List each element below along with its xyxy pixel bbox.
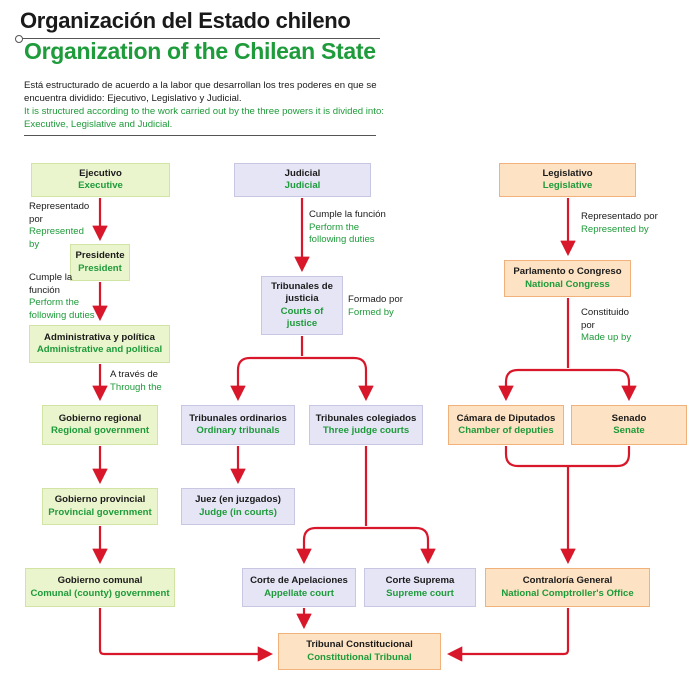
edge-label-made-up: Constituido por Made up by	[581, 307, 633, 345]
node-label-es: Ejecutivo	[79, 167, 122, 179]
arrow-contraloria-constitucional	[446, 608, 570, 662]
node-senado: Senado Senate	[571, 405, 687, 445]
edge-label-through: A través de Through the	[110, 369, 162, 394]
edge-label-en: Perform the following duties	[29, 297, 95, 321]
node-parlamento: Parlamento o Congreso National Congress	[504, 260, 631, 297]
node-label-en: Constitutional Tribunal	[307, 651, 412, 663]
arrow-to-suprema	[366, 526, 436, 565]
edge-label-en: Made up by	[581, 332, 632, 343]
node-label-es: Corte de Apelaciones	[250, 575, 348, 586]
arrow-to-colegiados	[302, 356, 374, 402]
node-label-en: Ordinary tribunals	[196, 425, 280, 436]
title-rule	[22, 38, 380, 39]
node-label-es: Gobierno provincial	[54, 494, 146, 505]
node-label-es: Gobierno regional	[58, 412, 142, 424]
node-label-es: Administrativa y política	[44, 331, 155, 343]
edge-label-duties-jud: Cumple la función Perform the following …	[309, 209, 389, 247]
node-label-en: Senate	[613, 425, 645, 436]
node-label-en: National Comptroller's Office	[501, 587, 634, 599]
title-bullet-icon	[15, 35, 23, 43]
node-label-es: Juez (en juzgados)	[195, 494, 281, 505]
node-label-en: President	[78, 262, 122, 274]
arrow-to-senado	[568, 368, 637, 402]
node-label-en: Comunal (county) government	[30, 587, 170, 599]
edge-label-represented-leg: Representado por Represented by	[581, 211, 658, 236]
node-regional: Gobierno regional Regional government	[42, 405, 158, 445]
node-label-es: Presidente	[75, 250, 125, 261]
edge-label-en: Represented by	[29, 226, 84, 250]
node-label-en: Three judge courts	[322, 425, 410, 436]
node-label-en: Appellate court	[264, 587, 334, 599]
node-tribunales: Tribunales de justicia Courts of justice	[261, 276, 343, 335]
edge-label-es: Cumple la función	[309, 209, 386, 220]
node-label-en: Regional government	[50, 425, 150, 436]
node-label-es: Tribunales de justicia	[271, 280, 333, 305]
node-label-es: Corte Suprema	[385, 575, 455, 586]
node-suprema: Corte Suprema Supreme court	[364, 568, 476, 607]
node-ejecutivo: Ejecutivo Executive	[31, 163, 170, 197]
node-constitucional: Tribunal Constitucional Constitutional T…	[278, 633, 441, 670]
node-label-en: National Congress	[525, 278, 610, 290]
node-colegiados: Tribunales colegiados Three judge courts	[309, 405, 423, 445]
edge-label-es: A través de	[110, 369, 158, 380]
wire-senado	[568, 446, 631, 468]
arrow-to-diputados	[498, 368, 568, 402]
node-label-en: Judge (in courts)	[199, 506, 277, 518]
node-administrativa: Administrativa y política Administrative…	[29, 325, 170, 363]
edge-label-en: Perform the following duties	[309, 221, 375, 246]
node-label-es: Tribunales colegiados	[315, 412, 417, 424]
wire-diputados	[504, 446, 568, 468]
node-label-en: Supreme court	[386, 587, 454, 599]
edge-label-formed: Formado por Formed by	[348, 294, 403, 319]
node-label-es: Legislativo	[542, 167, 593, 179]
edge-label-es: Representado por	[29, 201, 90, 225]
edge-label-es: Representado por	[581, 211, 658, 222]
arrow-to-apelaciones	[296, 526, 366, 565]
edge-label-en: Through the	[110, 381, 162, 393]
node-label-en: Legislative	[542, 180, 593, 191]
node-label-es: Judicial	[284, 167, 321, 179]
node-presidente: Presidente President	[70, 244, 130, 281]
node-judicial: Judicial Judicial	[234, 163, 371, 197]
node-label-es: Cámara de Diputados	[456, 412, 556, 424]
intro-english: It is structured according to the work c…	[24, 106, 384, 130]
node-label-en: Provincial government	[48, 506, 152, 518]
node-provincial: Gobierno provincial Provincial governmen…	[42, 488, 158, 525]
node-label-es: Contraloría General	[522, 575, 613, 586]
edge-label-represented-exec: Representado por Represented by	[29, 201, 93, 251]
node-label-en: Executive	[78, 180, 123, 191]
node-apelaciones: Corte de Apelaciones Appellate court	[242, 568, 356, 607]
node-label-en: Administrative and political	[36, 344, 163, 355]
node-label-en: Judicial	[284, 180, 321, 191]
node-ordinarios: Tribunales ordinarios Ordinary tribunals	[181, 405, 295, 445]
node-label-es: Parlamento o Congreso	[513, 266, 622, 277]
node-legislativo: Legislativo Legislative	[499, 163, 636, 197]
edge-label-duties-exec: Cumple la función Perform the following …	[29, 272, 99, 322]
node-label-es: Senado	[611, 412, 647, 424]
node-comunal: Gobierno comunal Comunal (county) govern…	[25, 568, 175, 607]
node-label-es: Gobierno comunal	[57, 575, 143, 586]
node-label-en: Chamber of deputies	[458, 425, 554, 436]
title-spanish: Organización del Estado chileno	[20, 8, 351, 33]
edge-label-es: Formado por	[348, 294, 403, 305]
title-english: Organization of the Chilean State	[24, 38, 376, 64]
node-juez: Juez (en juzgados) Judge (in courts)	[181, 488, 295, 525]
intro-spanish: Está estructurado de acuerdo a la labor …	[24, 80, 377, 104]
node-label-en: Courts of justice	[280, 305, 324, 330]
edge-label-en: Represented by	[581, 223, 649, 235]
node-contraloria: Contraloría General National Comptroller…	[485, 568, 650, 607]
edge-label-en: Formed by	[348, 306, 394, 318]
intro-divider	[24, 135, 376, 136]
node-label-es: Tribunales ordinarios	[189, 412, 287, 424]
node-diputados: Cámara de Diputados Chamber of deputies	[448, 405, 564, 445]
edge-label-es: Cumple la función	[29, 272, 73, 296]
node-label-es: Tribunal Constitucional	[306, 639, 413, 650]
arrow-to-ordinarios	[230, 356, 302, 402]
arrow-comunal-constitucional	[98, 608, 274, 662]
edge-label-es: Constituido por	[581, 307, 629, 331]
